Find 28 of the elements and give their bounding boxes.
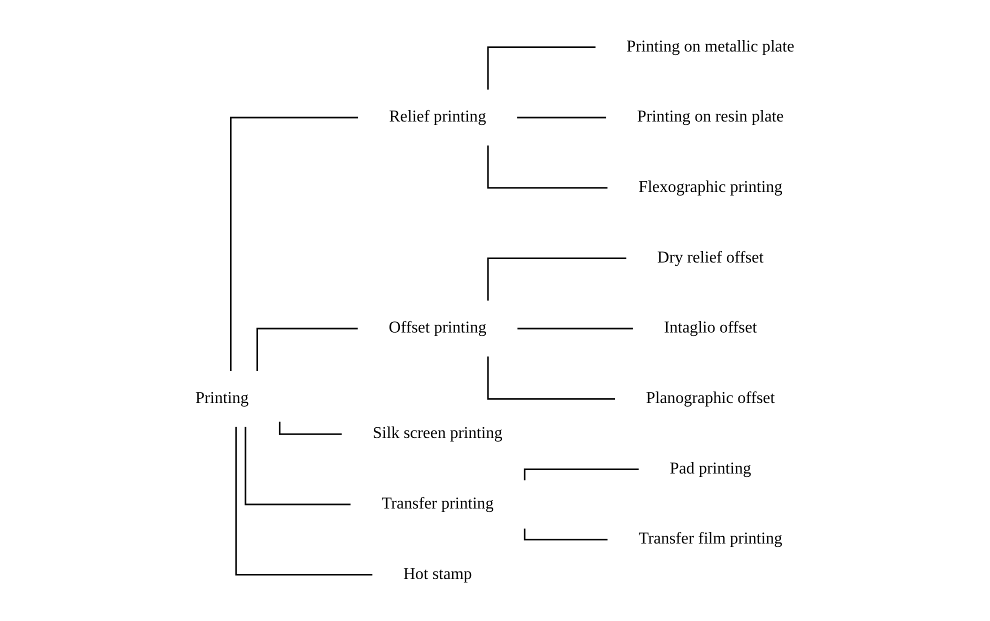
node-text: Relief printing: [389, 108, 486, 126]
connector: [279, 421, 342, 434]
connector: [256, 327, 358, 370]
node-text: Hot stamp: [404, 564, 472, 583]
node-text: Transfer film printing: [638, 530, 782, 548]
connector: [524, 468, 639, 480]
node-text: Printing on resin plate: [637, 108, 784, 126]
node-text: Pad printing: [670, 459, 752, 478]
node-text: Silk screen printing: [372, 424, 503, 442]
connector: [487, 144, 608, 188]
connector: [516, 327, 634, 329]
connector: [487, 256, 626, 300]
node-text: Flexographic printing: [638, 178, 783, 196]
tree-diagram: Printing Relief printing Printing on metallic plate Printing on resin plate Flexographic printing Offset printing Dry relief offset Intaglio offset Planographic offset Silk screen printing Transfer printing Pad printing Transfer film printing Hot stamp: [156, 10, 834, 610]
node-text: Offset printing: [388, 318, 487, 336]
connector: [524, 528, 608, 540]
node-text: Dry relief offset: [657, 248, 764, 266]
connector: [516, 116, 606, 118]
node-text: Printing: [195, 389, 249, 407]
connector: [244, 426, 351, 505]
node-text: Intaglio offset: [664, 318, 758, 336]
connector: [230, 116, 358, 370]
node-text: Planographic offset: [646, 389, 776, 407]
node-text: Transfer printing: [382, 494, 494, 512]
connector: [235, 426, 372, 576]
connector: [487, 356, 616, 400]
node-text: Printing on metallic plate: [626, 37, 794, 55]
connector: [487, 46, 596, 90]
